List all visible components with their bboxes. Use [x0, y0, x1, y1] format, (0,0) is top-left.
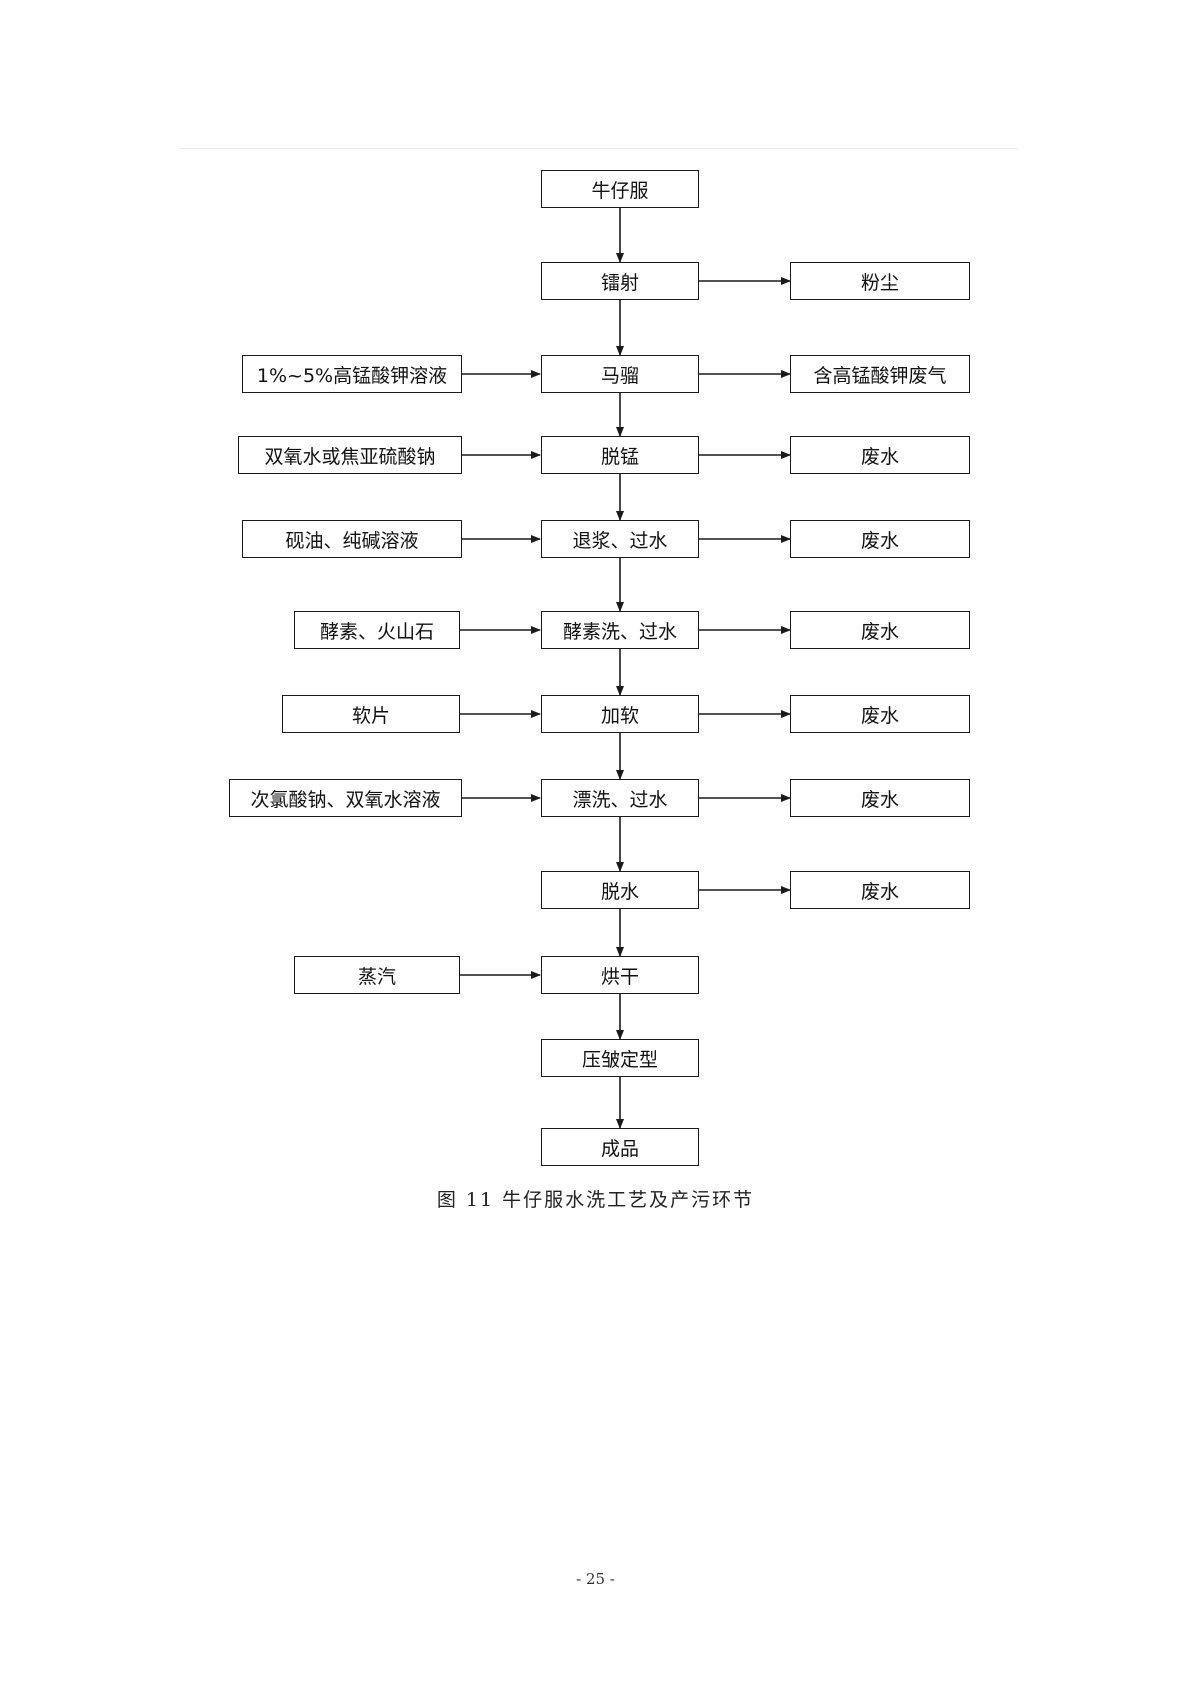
step-drying: 烘干	[541, 956, 699, 994]
step-finished-product: 成品	[541, 1128, 699, 1166]
header-rule	[178, 148, 1018, 149]
input-peroxide-metabisulfite: 双氧水或焦亚硫酸钠	[238, 436, 462, 474]
step-bleach-rinse: 漂洗、过水	[541, 779, 699, 817]
step-enzyme-wash: 酵素洗、过水	[541, 611, 699, 649]
figure-caption: 图 11 牛仔服水洗工艺及产污环节	[436, 1189, 755, 1211]
step-jeans: 牛仔服	[541, 170, 699, 208]
page-number: - 25 -	[576, 1570, 615, 1588]
output-wastewater-4: 废水	[790, 695, 970, 733]
step-softening: 加软	[541, 695, 699, 733]
output-permanganate-gas: 含高锰酸钾废气	[790, 355, 970, 393]
input-softener: 软片	[282, 695, 460, 733]
output-wastewater-1: 废水	[790, 436, 970, 474]
step-crease-setting: 压皱定型	[541, 1039, 699, 1077]
output-dust: 粉尘	[790, 262, 970, 300]
step-laser: 镭射	[541, 262, 699, 300]
output-wastewater-5: 废水	[790, 779, 970, 817]
step-desizing: 退浆、过水	[541, 520, 699, 558]
step-demanganese: 脱锰	[541, 436, 699, 474]
input-potassium-permanganate: 1%~5%高锰酸钾溶液	[242, 355, 462, 393]
step-dewatering: 脱水	[541, 871, 699, 909]
input-hypochlorite-peroxide: 次氯酸钠、双氧水溶液	[229, 779, 462, 817]
input-enzyme-pumice: 酵素、火山石	[294, 611, 460, 649]
output-wastewater-6: 废水	[790, 871, 970, 909]
input-oil-soda: 砚油、纯碱溶液	[242, 520, 462, 558]
input-steam: 蒸汽	[294, 956, 460, 994]
step-mabiao: 马骝	[541, 355, 699, 393]
output-wastewater-2: 废水	[790, 520, 970, 558]
output-wastewater-3: 废水	[790, 611, 970, 649]
